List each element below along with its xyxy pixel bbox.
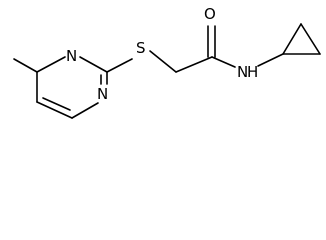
- bond-s-ch2: [149, 50, 177, 73]
- atom-n-amide: N: [237, 63, 248, 81]
- cyclopropyl-bond-b: [300, 23, 321, 55]
- atom-n-ring-lower: N: [97, 85, 108, 103]
- bond-ch2-carbonyl: [175, 56, 213, 73]
- ring-bond-c6-c5: [36, 101, 73, 119]
- atom-s: S: [136, 39, 146, 57]
- atom-n-ring-upper: N: [66, 47, 77, 65]
- bond-c2-s: [106, 58, 133, 73]
- atom-h-amide: H: [247, 63, 258, 81]
- atom-o: O: [204, 5, 216, 23]
- chemical-structure: N N S O N H: [13, 5, 321, 119]
- cyclopropyl-bond-a: [282, 23, 302, 55]
- bond-n-cyclopropyl: [257, 53, 284, 67]
- ring-bond-c6-c5-inner: [42, 97, 71, 111]
- ring-bond-c4-n3: [36, 56, 66, 73]
- bond-carbonyl-n: [211, 56, 236, 68]
- methyl-bond: [13, 58, 38, 73]
- ring-bond-n3-c2: [79, 56, 108, 73]
- ring-bond-n1-c6: [71, 102, 99, 119]
